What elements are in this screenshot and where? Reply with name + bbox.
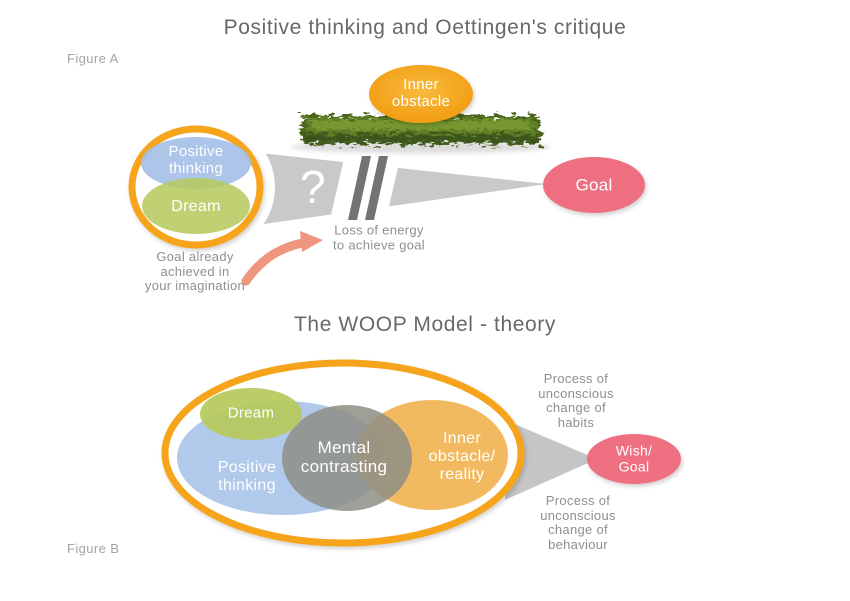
inner-obstacle-reality-label: Inner obstacle/ reality [428, 430, 496, 483]
wish-goal-label: Wish/ Goal [615, 442, 653, 474]
figure-a-beam-triangle [250, 152, 547, 226]
mental-contrasting-ellipse [282, 405, 412, 511]
figure-b-label: Figure B [67, 541, 120, 556]
hedge-icon [302, 116, 540, 143]
hedge-shadow [291, 140, 551, 154]
interruption-slash-icon [348, 156, 371, 220]
dream-label: Dream [171, 198, 221, 216]
habits-process-text: Process of unconscious change of habits [538, 370, 614, 430]
dream-ellipse-b [200, 388, 302, 440]
loss-of-energy-text: Loss of energy to achieve goal [333, 222, 425, 252]
figure-a-title: Positive thinking and Oettingen's critiq… [223, 16, 627, 39]
interruption-slash-icon [365, 156, 388, 220]
imagination-text: Goal already achieved in your imaginatio… [144, 249, 246, 294]
positive-thinking-label-b: Positive thinking [217, 459, 277, 494]
dream-ellipse [142, 178, 250, 234]
inner-obstacle-label: Inner obstacle [391, 76, 451, 110]
figure-b-title: The WOOP Model - theory [294, 313, 556, 336]
goal-ellipse [543, 157, 645, 213]
curved-arrow-icon [241, 231, 323, 286]
wish-goal-ellipse [587, 434, 681, 484]
positive-thinking-ellipse [141, 137, 251, 189]
question-mark: ? [300, 161, 326, 214]
figure-b-beam-triangle [505, 420, 597, 500]
behaviour-process-text: Process of unconscious change of behavio… [540, 492, 616, 552]
positive-thinking-label: Positive thinking [168, 143, 224, 177]
dream-label-b: Dream [227, 404, 275, 422]
goal-label: Goal [575, 175, 613, 195]
figure-a-label: Figure A [67, 51, 119, 66]
inner-obstacle-ellipse [369, 65, 473, 123]
mental-contrasting-label: Mental contrasting [300, 437, 388, 476]
